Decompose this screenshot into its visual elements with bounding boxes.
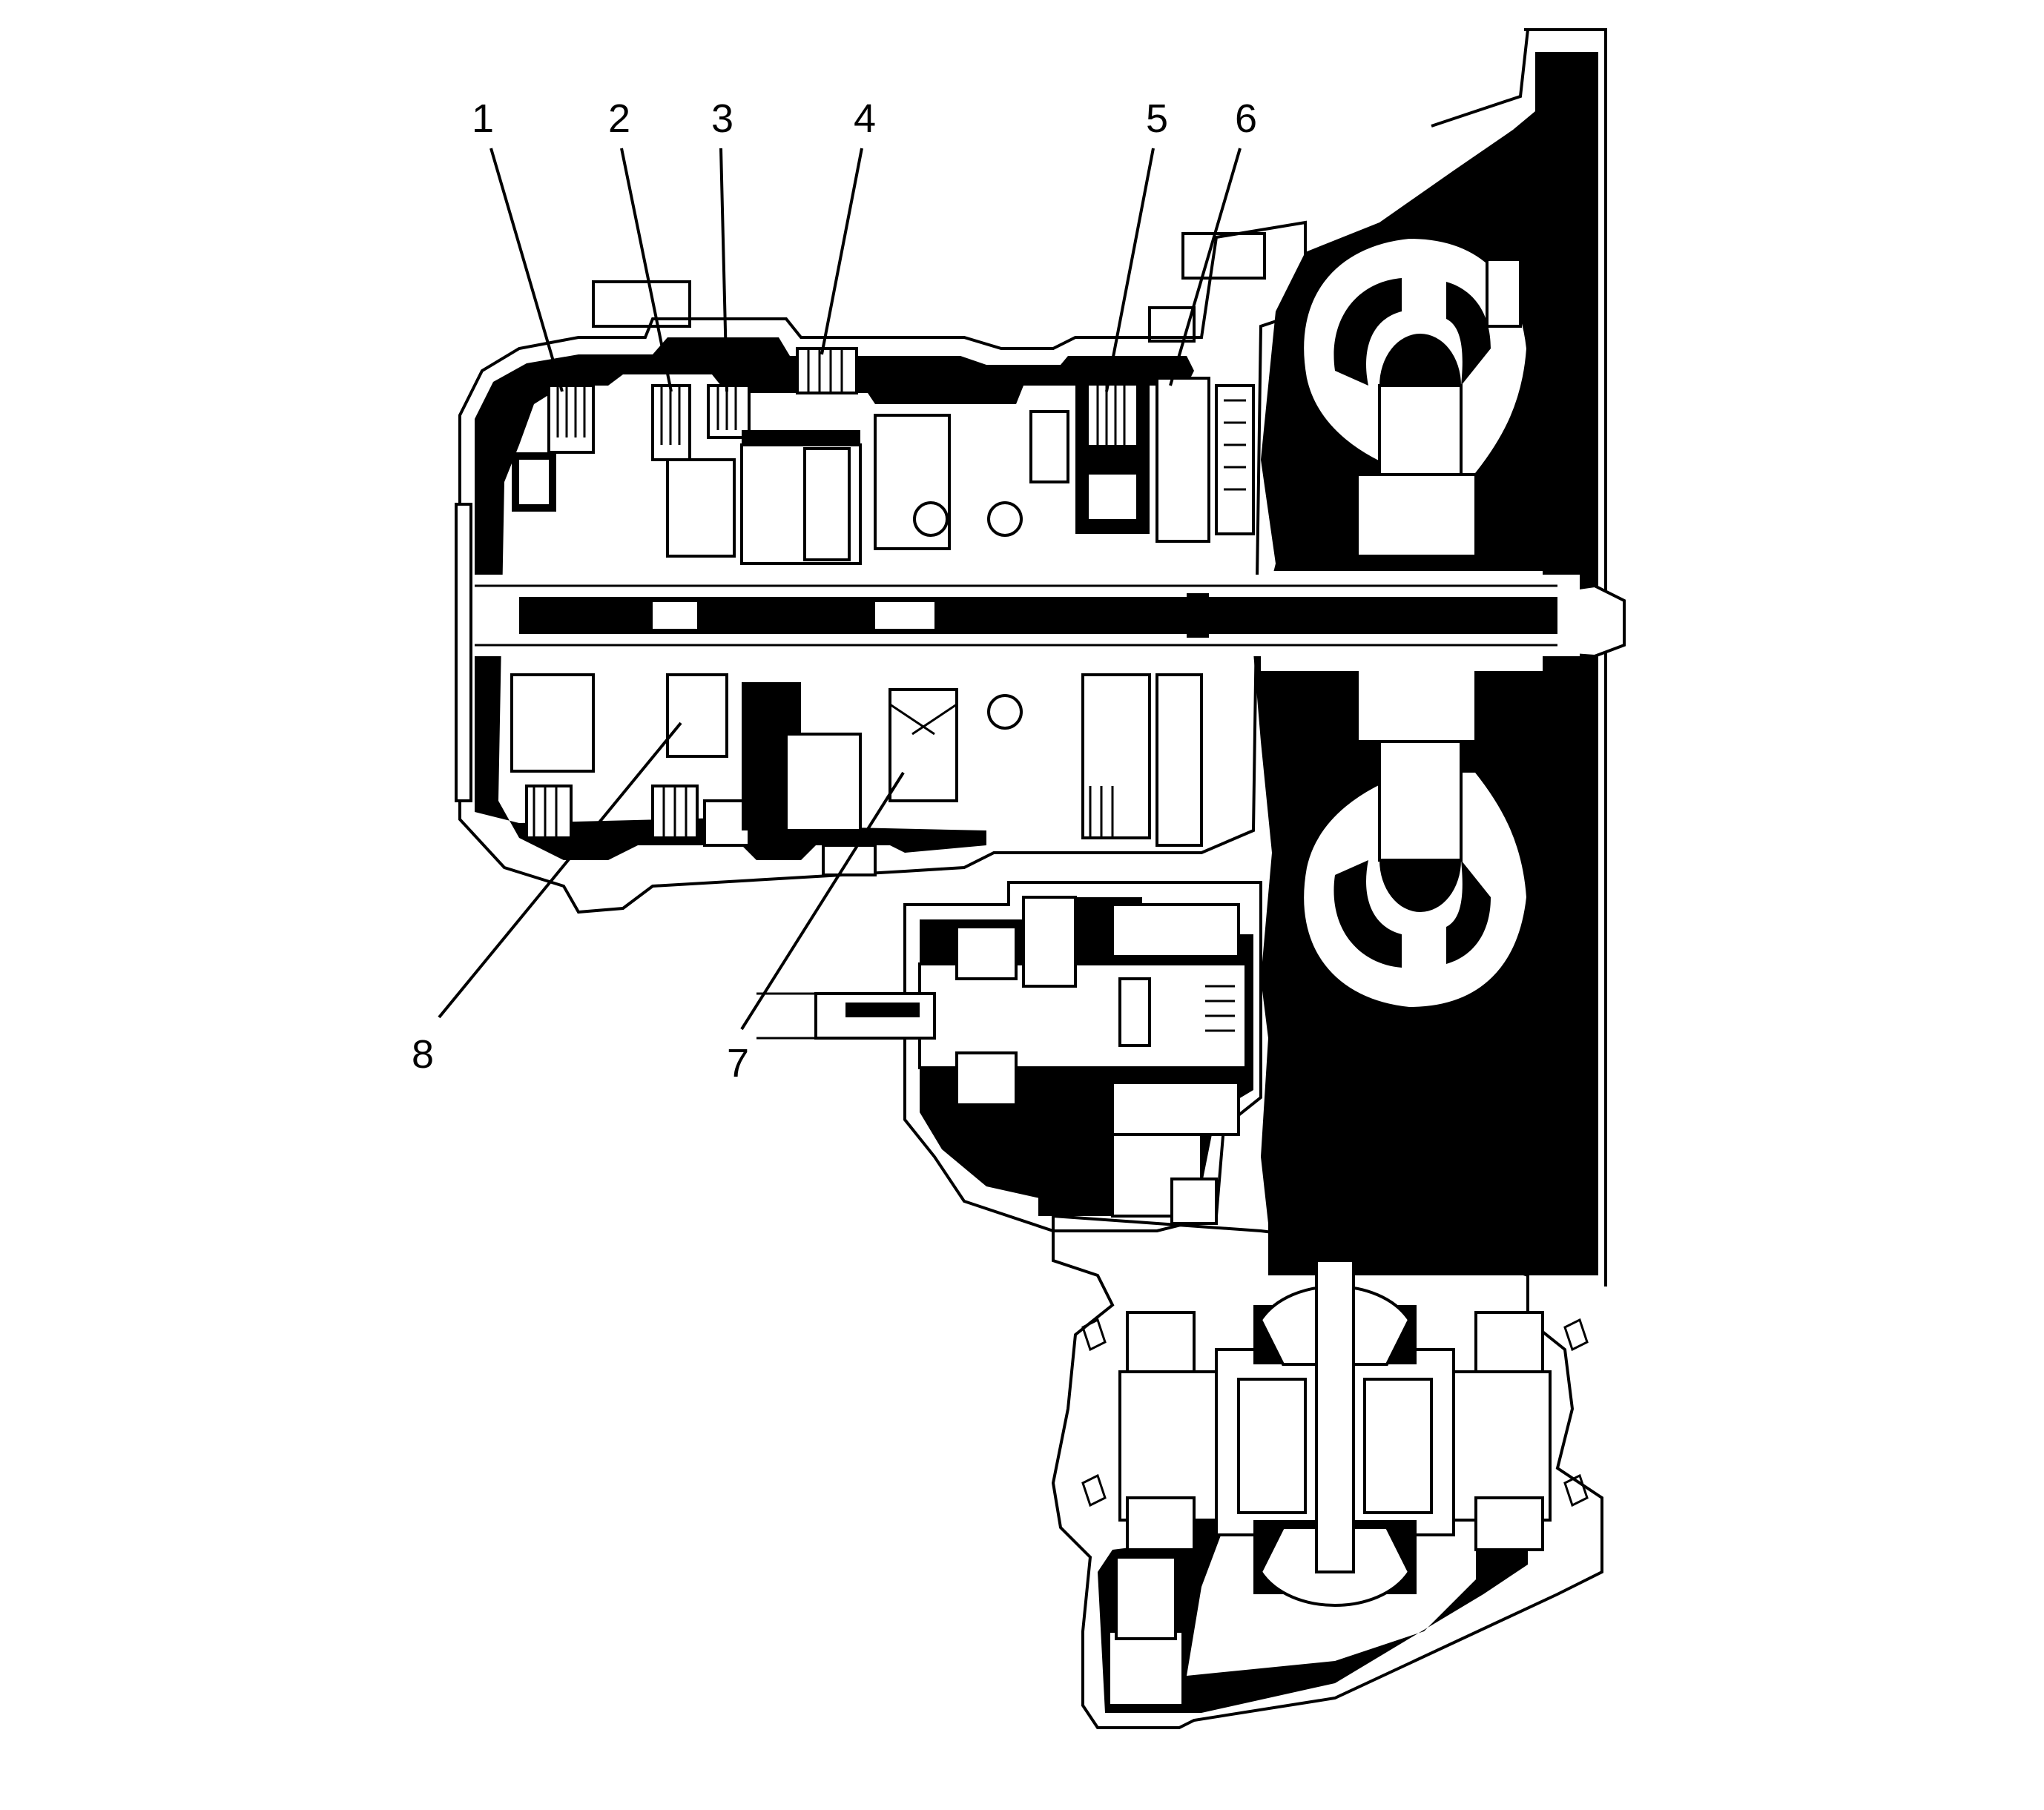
differential-assembly xyxy=(1051,1214,1603,1729)
transfer-shaft-assembly xyxy=(756,881,1262,1232)
callout-6: 6 xyxy=(1235,96,1257,141)
leader-5 xyxy=(1105,148,1155,392)
callout-labels: 1 2 3 4 5 6 7 8 xyxy=(412,96,1257,1086)
leader-8 xyxy=(438,721,682,1019)
lower-clutch-gearset xyxy=(510,673,1203,876)
torque-converter-lower xyxy=(1301,740,1530,1011)
callout-1: 1 xyxy=(472,96,494,141)
callout-5: 5 xyxy=(1146,96,1168,141)
clutch-pack-4 xyxy=(796,347,858,394)
clutch-pack-6 xyxy=(1155,377,1255,543)
planetary-gearset-upper xyxy=(666,410,1069,565)
callout-leaders xyxy=(438,148,1242,1031)
main-shaft xyxy=(455,503,1580,802)
leader-1 xyxy=(489,148,564,392)
callout-7: 7 xyxy=(727,1041,749,1086)
clutch-pack-3 xyxy=(707,384,751,439)
gearbox-case xyxy=(458,220,1307,914)
leader-7 xyxy=(740,771,905,1031)
leader-6 xyxy=(1169,148,1242,386)
callout-2: 2 xyxy=(608,96,630,141)
clutch-pack-1 xyxy=(512,384,595,512)
leader-2 xyxy=(620,148,673,392)
clutch-pack-5 xyxy=(1075,371,1150,534)
converter-housing xyxy=(1253,28,1626,1287)
clutch-pack-2 xyxy=(651,384,691,461)
callout-4: 4 xyxy=(854,96,876,141)
callout-8: 8 xyxy=(412,1032,434,1077)
leader-3 xyxy=(719,148,728,392)
leader-4 xyxy=(820,148,863,355)
callout-3: 3 xyxy=(711,96,733,141)
